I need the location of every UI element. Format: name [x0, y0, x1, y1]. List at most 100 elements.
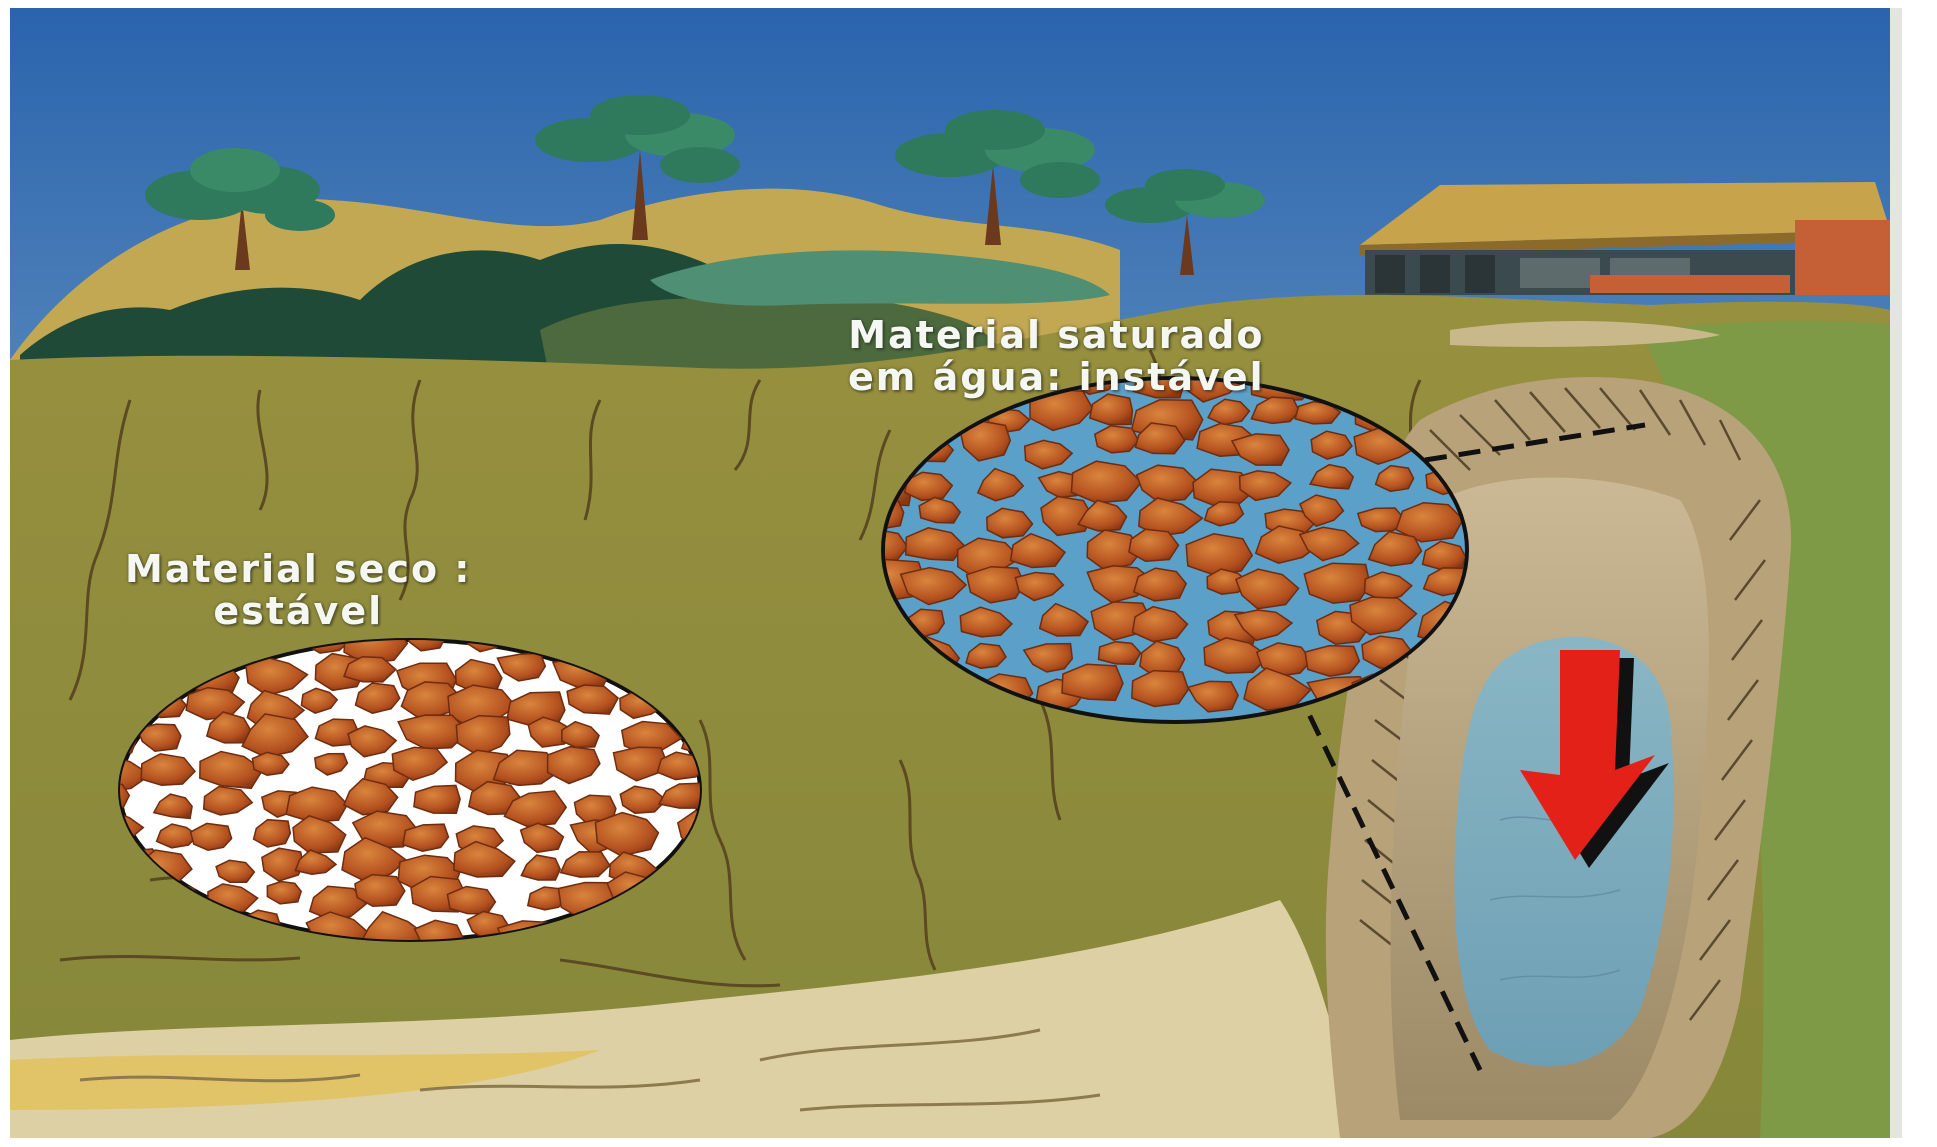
- grain: [612, 746, 668, 782]
- grain: [1298, 494, 1345, 528]
- tree-icon: [895, 110, 1100, 245]
- grain: [657, 782, 700, 809]
- grain: [252, 818, 292, 848]
- saturated-label-line2: em água: instável: [848, 355, 1265, 399]
- grain: [1374, 464, 1415, 493]
- grain: [189, 822, 233, 851]
- grain: [1134, 422, 1186, 455]
- grain: [1076, 499, 1128, 532]
- grain: [251, 751, 290, 776]
- grain: [1088, 393, 1134, 426]
- page-edge: [1890, 8, 1902, 1138]
- grain: [1203, 501, 1245, 527]
- grain: [391, 746, 449, 782]
- house-icon: [1360, 182, 1890, 295]
- grain: [1250, 396, 1301, 425]
- grain: [1135, 464, 1201, 503]
- grain: [1128, 528, 1180, 562]
- grain: [354, 682, 401, 714]
- grain: [285, 786, 349, 823]
- grain: [559, 851, 611, 878]
- grain: [261, 847, 304, 882]
- grain: [397, 714, 470, 750]
- grain: [986, 507, 1034, 539]
- grain: [1207, 398, 1251, 426]
- grain: [1131, 605, 1189, 643]
- grain: [965, 565, 1026, 604]
- grain: [1356, 507, 1407, 533]
- red-down-arrow-icon: [1520, 650, 1669, 868]
- lower-cracks: [79, 1028, 1101, 1112]
- grain: [1022, 642, 1074, 673]
- grain: [1023, 439, 1074, 470]
- grain: [1255, 642, 1313, 677]
- grain: [266, 880, 303, 905]
- saturated-material-label: Material saturado em água: instável: [848, 314, 1265, 398]
- grain: [503, 790, 568, 828]
- grain: [1131, 669, 1190, 708]
- grain: [492, 749, 562, 787]
- dry-material-label: Material seco : estável: [125, 548, 472, 632]
- grain: [120, 753, 152, 793]
- grain: [1070, 460, 1143, 504]
- grain: [403, 640, 447, 652]
- grain: [918, 496, 962, 524]
- grain: [619, 785, 668, 815]
- teal-bushes: [650, 250, 1110, 306]
- grain: [561, 720, 600, 749]
- grain: [1238, 470, 1293, 502]
- grain: [402, 823, 450, 852]
- grain: [199, 750, 264, 790]
- grain: [904, 527, 966, 562]
- grain: [1186, 680, 1239, 713]
- grain: [1009, 532, 1067, 569]
- grain: [1233, 609, 1294, 642]
- grain: [1038, 602, 1089, 637]
- grain: [1363, 571, 1413, 602]
- grain: [300, 687, 339, 715]
- grain: [202, 785, 254, 816]
- grain: [1132, 567, 1188, 602]
- grain: [1097, 640, 1142, 665]
- grain: [1014, 571, 1065, 602]
- grain: [205, 711, 251, 744]
- tree-icon: [1105, 169, 1265, 275]
- grain: [358, 910, 428, 940]
- grain: [1138, 497, 1204, 537]
- grain: [354, 873, 406, 908]
- grain: [1304, 644, 1361, 677]
- grain: [446, 885, 497, 915]
- grain: [215, 859, 256, 884]
- grain: [400, 681, 462, 722]
- grain: [351, 810, 421, 849]
- grain: [1395, 501, 1464, 543]
- grain: [959, 419, 1012, 462]
- grain: [1349, 596, 1418, 636]
- dry-label-line1: Material seco :: [125, 547, 472, 591]
- grain: [520, 854, 562, 881]
- grain: [566, 684, 620, 715]
- grain: [1303, 562, 1371, 604]
- grain: [899, 566, 968, 606]
- grain: [1308, 463, 1355, 490]
- grain: [546, 745, 601, 785]
- shrubs: [540, 296, 1000, 380]
- pale-strip: [1450, 320, 1720, 347]
- grain: [594, 811, 660, 857]
- grain: [1040, 495, 1093, 537]
- grain: [1185, 533, 1254, 576]
- grain: [965, 642, 1007, 670]
- grain: [1234, 568, 1300, 610]
- grain: [1203, 637, 1270, 674]
- grain: [1310, 430, 1353, 460]
- grain: [1061, 663, 1124, 702]
- grain: [976, 467, 1025, 502]
- grain: [452, 840, 516, 878]
- grain: [1093, 425, 1140, 454]
- grain: [1086, 529, 1144, 571]
- tree-icon: [535, 95, 740, 240]
- grain: [1230, 433, 1290, 466]
- grain: [413, 784, 461, 815]
